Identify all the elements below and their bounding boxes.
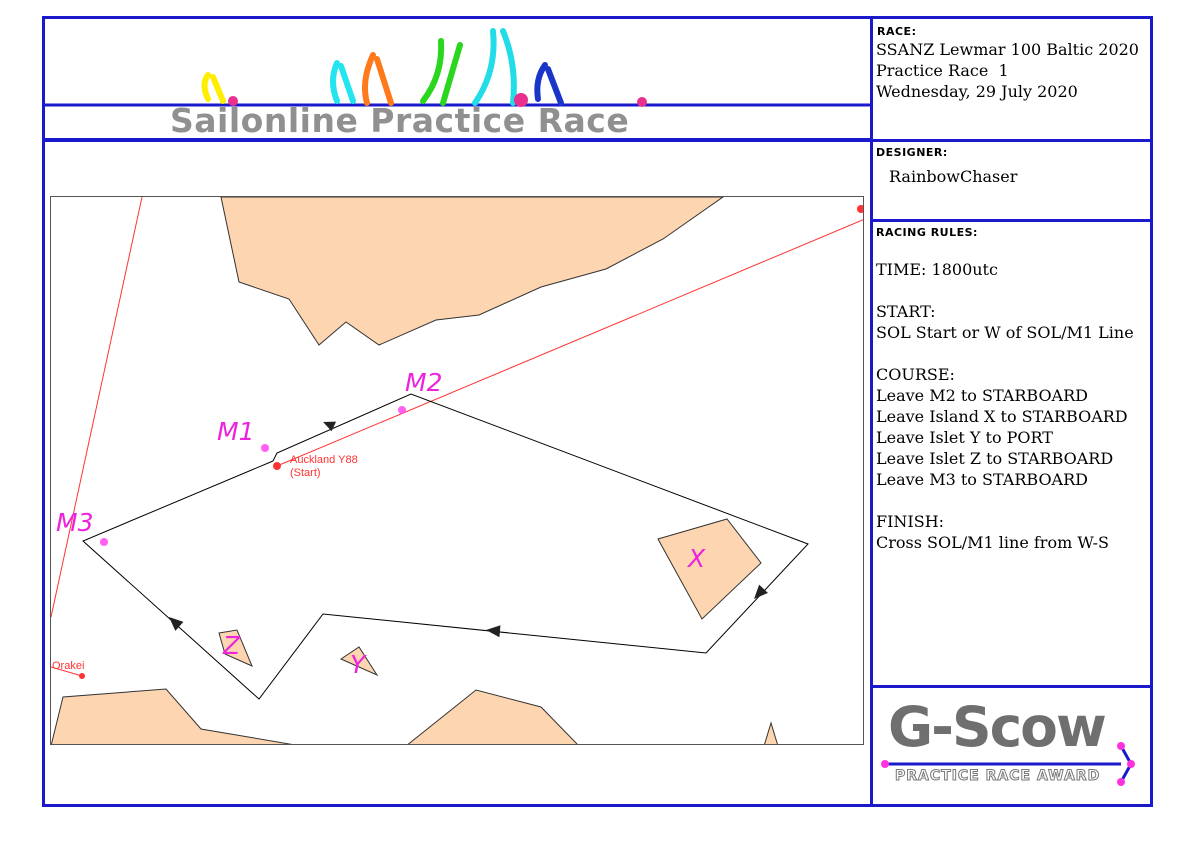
banner-title: Sailonline Practice Race — [170, 101, 630, 140]
rules-start-heading: START: — [876, 302, 936, 321]
arrow-leg-3 — [486, 625, 501, 638]
orakei-leader — [51, 666, 83, 677]
course-line-1: Leave M2 to STARBOARD — [876, 386, 1088, 405]
sails-logo — [201, 28, 564, 106]
land-south-mid — [407, 689, 578, 744]
race-label: RACE: — [877, 25, 917, 38]
start-name: Auckland Y88 — [290, 454, 358, 466]
arrow-leg-2 — [754, 584, 768, 599]
course-line-5: Leave M3 to STARBOARD — [876, 470, 1088, 489]
label-island-x: X — [686, 544, 706, 573]
rules-text: TIME: 1800utc START: SOL Start or W of S… — [876, 259, 1148, 553]
island-z-shape — [218, 629, 253, 667]
sail-green — [420, 38, 463, 106]
sail-blue — [534, 62, 564, 106]
direction-arrows — [169, 421, 768, 638]
label-islet-y: Y — [350, 650, 367, 679]
sail-cyan-tall — [472, 28, 517, 106]
orakei-name: Orakei — [52, 660, 84, 672]
accent-dot-3 — [637, 97, 647, 107]
race-name: SSANZ Lewmar 100 Baltic 2020 — [876, 40, 1139, 59]
course-route — [82, 393, 809, 700]
east-edge-point — [857, 205, 863, 213]
award-logo: G-Scow PRACTICE RACE AWARD — [873, 688, 1150, 804]
race-subtitle: Practice Race 1 — [876, 61, 1009, 80]
marks — [100, 406, 406, 546]
sail-cyan — [330, 60, 356, 104]
rules-finish-heading: FINISH: — [876, 512, 945, 531]
start-note: (Start) — [290, 467, 321, 479]
award-box — [870, 685, 1153, 807]
mark-m3 — [100, 538, 108, 546]
land-north — [220, 197, 724, 346]
race-date: Wednesday, 29 July 2020 — [876, 82, 1078, 101]
course-line-3: Leave Islet Y to PORT — [876, 428, 1053, 447]
arrow-leg-1 — [323, 421, 337, 432]
award-graphic — [881, 742, 1135, 786]
label-m1: M1 — [217, 417, 254, 446]
sail-yellow — [201, 72, 226, 104]
rules-label: RACING RULES: — [876, 226, 978, 239]
rhumb-line-east — [276, 219, 863, 467]
rules-finish-text: Cross SOL/M1 line from W-S — [876, 533, 1109, 552]
land-south-east — [764, 721, 778, 744]
award-dot-2 — [1127, 760, 1135, 768]
award-title: G-Scow — [888, 695, 1107, 759]
accent-dot-2 — [514, 93, 528, 107]
label-m3: M3 — [56, 508, 93, 537]
rhumb-line-west — [51, 197, 143, 618]
arrow-leg-4 — [169, 617, 184, 631]
rhumb-lines — [51, 197, 863, 677]
island-x-shape — [657, 518, 762, 620]
map-graphic: Auckland Y88 (Start) Orakei M1 M2 M3 X Y… — [51, 197, 863, 744]
accent-dot-1 — [228, 96, 238, 106]
sail-orange — [362, 52, 394, 106]
island-y-shape — [339, 646, 379, 677]
label-m2: M2 — [405, 368, 442, 397]
designer-label: DESIGNER: — [876, 146, 948, 159]
course-line-4: Leave Islet Z to STARBOARD — [876, 449, 1114, 468]
rules-time: TIME: 1800utc — [876, 260, 998, 279]
orakei-point — [79, 673, 85, 679]
land-south-west — [51, 688, 293, 744]
start-point — [273, 462, 281, 470]
award-subtitle: PRACTICE RACE AWARD — [894, 768, 1101, 785]
land — [51, 197, 778, 744]
rules-course-heading: COURSE: — [876, 365, 955, 384]
mark-m1 — [261, 444, 269, 452]
designer-name: RainbowChaser — [889, 167, 1018, 186]
course-line-2: Leave Island X to STARBOARD — [876, 407, 1128, 426]
rules-start-text: SOL Start or W of SOL/M1 Line — [876, 323, 1134, 342]
award-dot-1 — [1117, 742, 1125, 750]
race-lines: SSANZ Lewmar 100 Baltic 2020 Practice Ra… — [876, 39, 1148, 102]
award-dot-4 — [881, 760, 889, 768]
banner: Sailonline Practice Race — [45, 19, 870, 140]
course-map: Auckland Y88 (Start) Orakei M1 M2 M3 X Y… — [50, 196, 864, 745]
label-islet-z: Z — [222, 631, 241, 660]
award-dot-3 — [1117, 778, 1125, 786]
mark-m2 — [398, 406, 406, 414]
